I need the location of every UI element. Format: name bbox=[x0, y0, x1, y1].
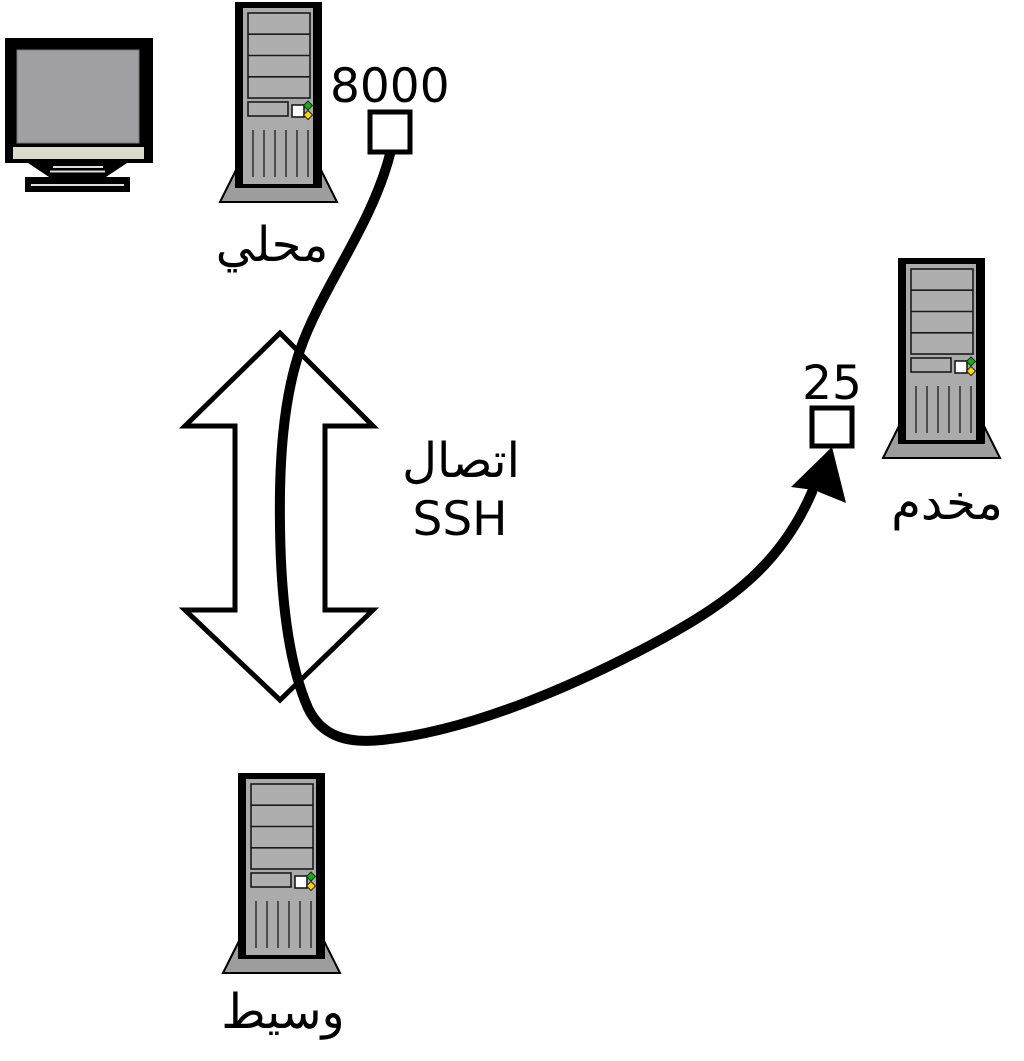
port-8000-box bbox=[367, 109, 413, 155]
intermediary-computer-icon bbox=[222, 772, 341, 974]
monitor-screen bbox=[16, 49, 140, 144]
local-label: محلي bbox=[216, 217, 329, 273]
connection-label-ssh: SSH bbox=[412, 492, 507, 547]
monitor-stand-neck bbox=[28, 163, 127, 177]
port-25-box bbox=[809, 405, 855, 449]
monitor-bezel-strip bbox=[13, 147, 144, 159]
intermediary-label: وسيط bbox=[221, 984, 344, 1040]
server-label: مخدم bbox=[891, 475, 1003, 531]
connection-label-arabic: اتصال bbox=[402, 433, 520, 489]
monitor-icon bbox=[5, 38, 153, 192]
port-8000-label: 8000 bbox=[330, 59, 450, 114]
port-25-label: 25 bbox=[802, 356, 862, 411]
cable-arrowhead-icon bbox=[791, 447, 846, 503]
local-computer-icon bbox=[219, 1, 338, 203]
ssh-tunnel-cable bbox=[274, 149, 817, 746]
server-computer-icon bbox=[882, 257, 1001, 459]
